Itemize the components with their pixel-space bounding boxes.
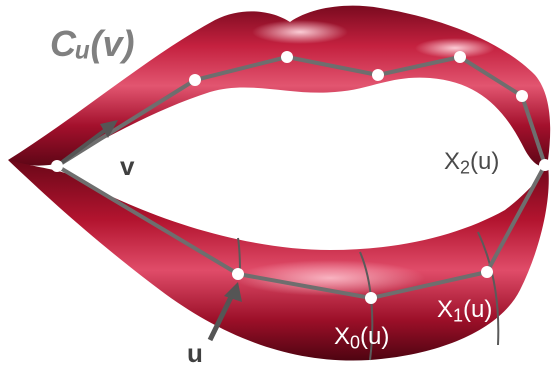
lower-lip [8,160,549,361]
x0-label: X0(u) [334,325,389,352]
point-upper-1 [189,74,201,86]
point-upper-3 [372,69,384,81]
u-label: u [187,340,203,366]
point-corner [51,160,63,172]
v-label: v [120,153,134,179]
x1-label: X1(u) [437,298,492,325]
point-upper-4 [454,51,466,63]
point-x1 [481,266,493,278]
point-upper-2 [281,51,293,63]
upper-lip-highlight [252,20,348,44]
point-lower-1 [232,268,244,280]
x2-label: X2(u) [444,150,499,177]
point-x2 [539,159,551,171]
point-x0 [365,292,377,304]
curve-label: Cᵤ(v) [50,26,134,62]
point-upper-5 [516,90,528,102]
